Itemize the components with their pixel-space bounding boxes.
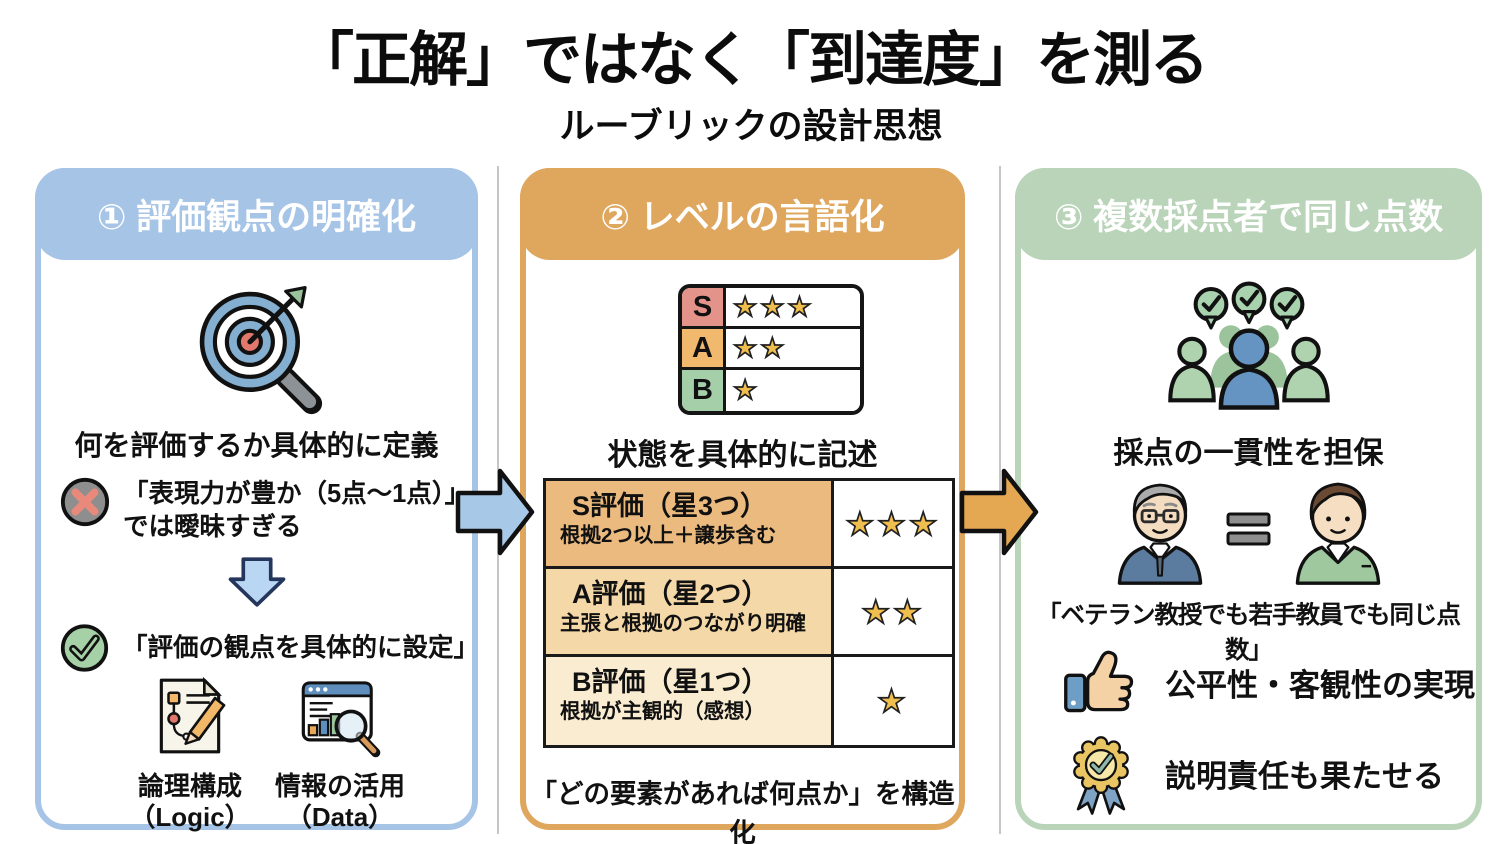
check-circle-icon — [60, 624, 109, 672]
stars-2: ★★ — [732, 332, 788, 363]
mini-table-row-b: B ★ — [682, 370, 860, 411]
graders-group-icon — [1168, 281, 1330, 410]
equals-icon — [1226, 512, 1270, 546]
flow-arrow-blue-icon — [455, 468, 535, 556]
rubric-a-desc: 主張と根拠のつながり明確 — [560, 612, 806, 636]
data-chart-icon — [301, 681, 381, 758]
young-teacher-icon — [1295, 482, 1380, 585]
describe-state-text: 状態を具体的に記述 — [607, 439, 878, 472]
arrow-down-icon — [228, 557, 286, 607]
rubric-a-title: A評価（星2つ） — [572, 579, 769, 609]
benefit-accountability-label: 説明責任も果たせる — [1165, 758, 1444, 794]
panel-multiple-graders: ③ 複数採点者で同じ点数 — [1015, 168, 1482, 830]
benefit-fairness-label: 公平性・客観性の実現 — [1165, 667, 1475, 703]
good-example-text: 「評価の観点を具体的に設定」 — [121, 634, 479, 662]
logic-document-icon — [159, 676, 226, 754]
rubric-table: S評価（星3つ） 根拠2つ以上＋譲歩含む ★★★ A評価（星2つ） 主張と根拠の… — [543, 478, 955, 748]
rubric-row-s: S評価（星3つ） 根拠2つ以上＋譲歩含む ★★★ — [546, 481, 952, 569]
panel3-header: ③ 複数採点者で同じ点数 — [1015, 168, 1482, 260]
graders-quote: 「ベテラン教授でも若手教員でも同じ点数」 — [1037, 602, 1461, 664]
rubric-row-b: B評価（星1つ） 根拠が主観的（感想） ★ — [546, 657, 952, 745]
thumbs-up-icon — [1064, 650, 1134, 713]
panel2-header: ② レベルの言語化 — [520, 168, 965, 260]
page-subtitle: ルーブリックの設計思想 — [559, 107, 943, 146]
bad-example-row: 「表現力が豊か（5点〜1点）」 では曖昧すぎる — [59, 476, 470, 543]
good-example-row: 「評価の観点を具体的に設定」 — [59, 622, 479, 674]
senior-professor-icon — [1117, 483, 1202, 585]
panel1-header: ① 評価観点の明確化 — [35, 168, 478, 260]
criterion-data-label: 情報の活用 （Data） — [274, 771, 405, 833]
grade-cell-b: B — [682, 370, 726, 411]
bad-example-text: 「表現力が豊か（5点〜1点）」 では曖昧すぎる — [123, 480, 471, 541]
panel1-definition-text: 何を評価するか具体的に定義 — [74, 430, 439, 461]
rubric-s-title: S評価（星3つ） — [572, 491, 768, 521]
grade-cell-s: S — [682, 288, 726, 326]
consistency-text: 採点の一貫性を担保 — [1113, 437, 1384, 470]
panel-level-verbalization: ② レベルの言語化 S ★★★ A ★★ B ★ 状態を具体的に記述 S評価（星… — [520, 168, 965, 844]
rubric-b-title: B評価（星1つ） — [572, 667, 769, 697]
medal-check-icon — [1073, 736, 1129, 815]
benefit-fairness: 公平性・客観性の実現 — [1057, 646, 1475, 718]
grade-cell-a: A — [682, 329, 726, 367]
rubric-stars-3: ★★★ — [845, 505, 941, 542]
cross-icon — [60, 477, 110, 527]
rubric-stars-2: ★★ — [860, 593, 925, 630]
benefit-accountability: 説明責任も果たせる — [1057, 730, 1444, 816]
criterion-data: 情報の活用 （Data） — [265, 670, 415, 833]
target-magnifier-icon — [199, 285, 323, 415]
mini-table-row-s: S ★★★ — [682, 288, 860, 329]
criterion-logic-label: 論理構成 （Logic） — [129, 771, 251, 833]
rubric-stars-1: ★ — [876, 683, 909, 719]
mini-table-row-a: A ★★ — [682, 329, 860, 370]
rubric-row-a: A評価（星2つ） 主張と根拠のつながり明確 ★★ — [546, 569, 952, 657]
flow-arrow-orange-icon — [959, 468, 1039, 556]
structuring-caption: 「どの要素があれば何点か」を構造化 — [530, 779, 955, 844]
criterion-logic: 論理構成 （Logic） — [115, 670, 265, 833]
panel-evaluation-criteria: ① 評価観点の明確化 何を評価するか具体的に定義 「表現力が豊か（5点〜1点）」… — [35, 168, 479, 833]
stars-3: ★★★ — [732, 291, 815, 322]
rubric-b-desc: 根拠が主観的（感想） — [560, 700, 765, 724]
rubric-s-desc: 根拠2つ以上＋譲歩含む — [560, 524, 777, 548]
page-title: 「正解」ではなく「到達度」を測る — [294, 27, 1209, 93]
graders-equal-row — [1021, 468, 1476, 586]
stars-1: ★ — [732, 375, 761, 405]
grade-star-mini-table: S ★★★ A ★★ B ★ — [678, 284, 864, 415]
